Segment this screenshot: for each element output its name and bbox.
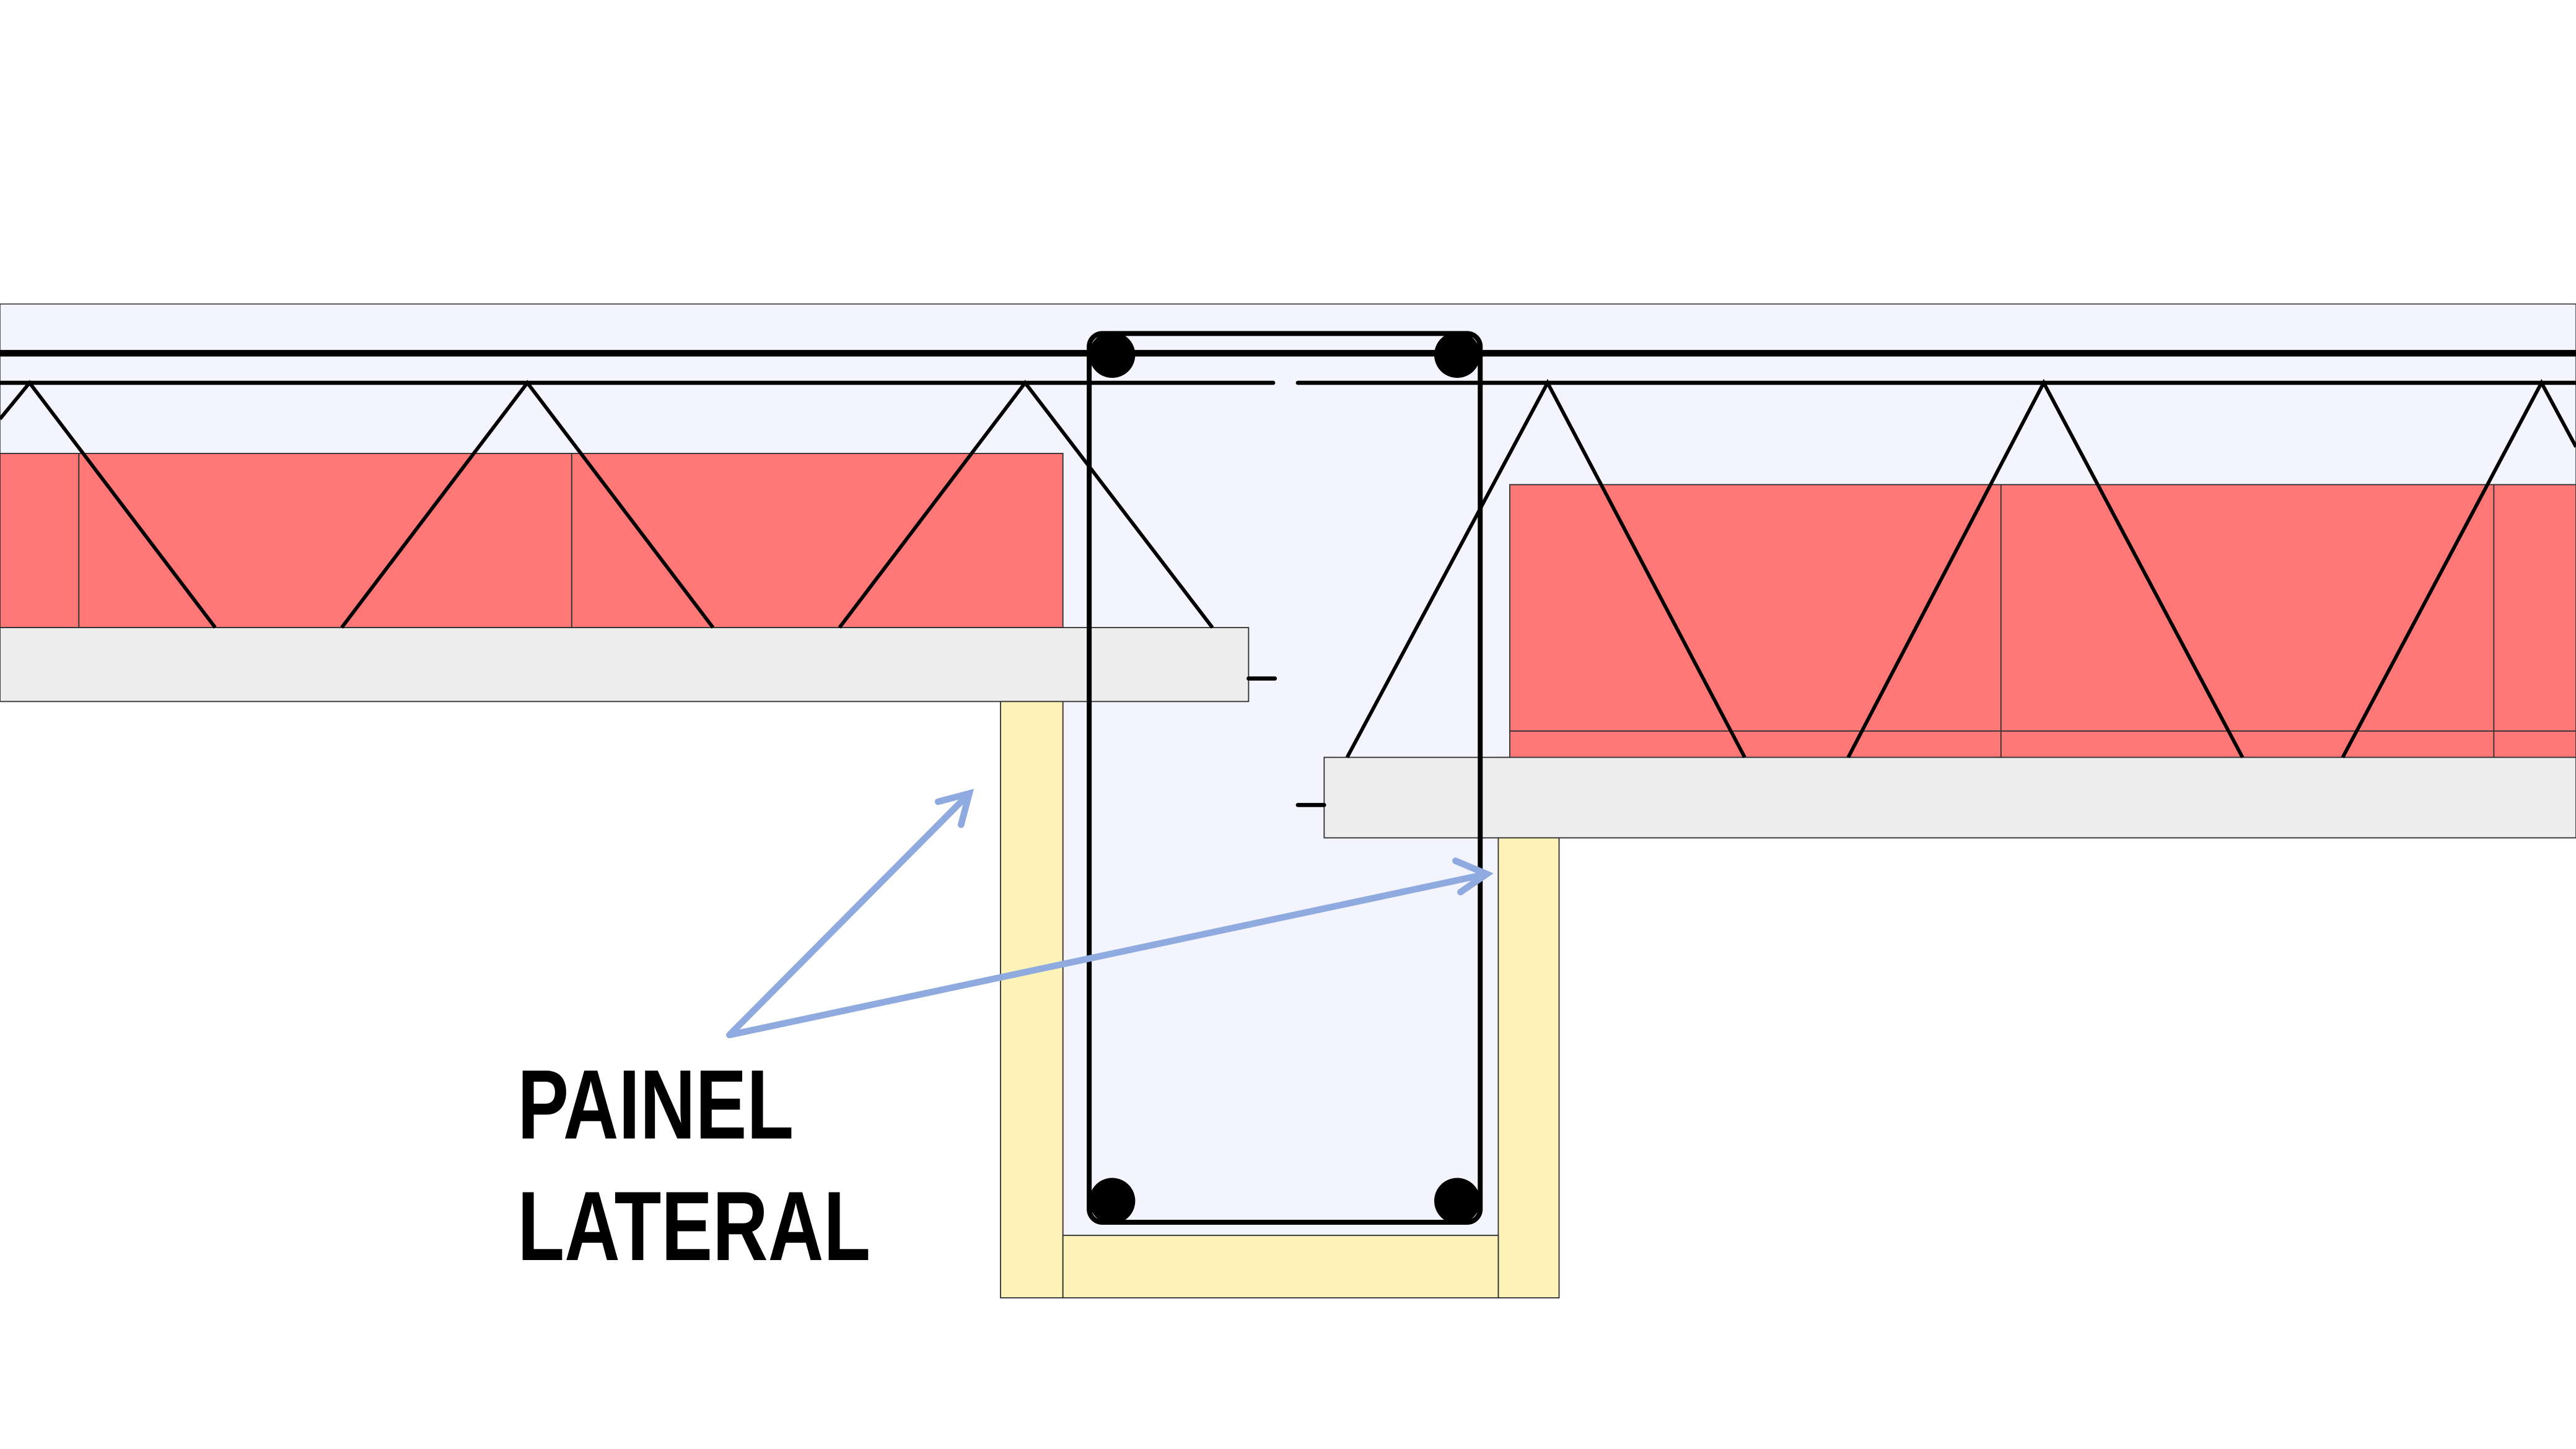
arrow-to-left-panel (726, 790, 973, 1038)
lateral-panel-right (1497, 837, 1560, 1298)
stirrup (1087, 331, 1483, 1225)
formwork-board-right (1323, 756, 2576, 839)
lattice-truss (0, 379, 2576, 758)
rebars (0, 331, 2576, 1225)
lateral-panels (1000, 701, 1560, 1298)
label-lateral: LATERAL (517, 1171, 870, 1281)
label-painel: PAINEL (517, 1050, 794, 1160)
lateral-panel-left (1000, 701, 1064, 1298)
formwork-board-left (0, 627, 1250, 703)
callout-arrows (726, 789, 1494, 1038)
ceramic-blocks-left (0, 453, 1064, 628)
arrow-to-right-panel (726, 870, 1491, 1038)
longitudinal-bars (1089, 331, 1481, 1224)
beam-bottom-panel (1062, 1235, 1499, 1298)
